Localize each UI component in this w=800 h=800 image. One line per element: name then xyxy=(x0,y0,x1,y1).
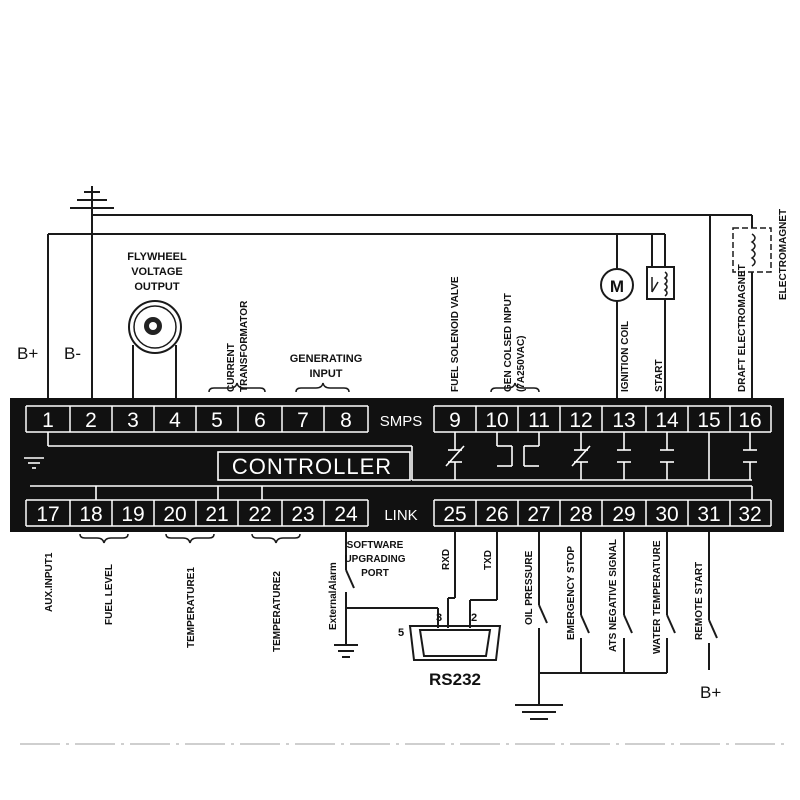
current-bracket xyxy=(208,382,266,393)
emergency-stop-label: EMERGENCY STOP xyxy=(566,546,577,640)
smps-label: SMPS xyxy=(380,413,423,430)
controller-block xyxy=(10,398,784,532)
terminal-21: 21 xyxy=(205,503,228,526)
generating-bracket xyxy=(295,382,350,393)
rs232-connector-icon xyxy=(408,625,502,661)
terminal-11: 11 xyxy=(528,409,550,432)
temperature2-bracket xyxy=(251,533,301,544)
fuel-solenoid-label: FUEL SOLENOID VALVE xyxy=(450,276,461,392)
pin2-label: 2 xyxy=(471,612,477,624)
txd-label: TXD xyxy=(483,550,494,570)
ground-symbol-bottom xyxy=(515,704,563,720)
oil-pressure-switch xyxy=(538,532,548,705)
b-plus-label: B+ xyxy=(17,344,38,363)
current-label-2: TRANSFORMATOR xyxy=(239,300,250,392)
draft-electromagnet-label: DRAFT ELECTROMAGNET xyxy=(737,264,748,392)
external-alarm-label: ExternalAlarm xyxy=(328,562,339,630)
terminal-29: 29 xyxy=(612,503,635,526)
b-plus-bottom-label: B+ xyxy=(700,683,721,702)
controller-internals: CONTROLLER xyxy=(24,432,757,500)
generating-label-1: GENERATING xyxy=(290,353,363,365)
terminal-9: 9 xyxy=(449,409,461,432)
external-alarm-switch xyxy=(334,532,439,658)
terminal-2: 2 xyxy=(85,409,97,432)
ats-negative-switch xyxy=(623,532,633,673)
terminal-18: 18 xyxy=(79,503,102,526)
terminal-7: 7 xyxy=(297,409,309,432)
terminal-5: 5 xyxy=(211,409,223,432)
terminal-13: 13 xyxy=(612,409,635,432)
gen-closed-bracket xyxy=(490,382,540,393)
terminal-16: 16 xyxy=(738,409,761,432)
flywheel-label-3: OUTPUT xyxy=(134,281,180,293)
remote-start-label: REMOTE START xyxy=(694,562,705,640)
motor-label: M xyxy=(610,277,624,296)
terminal-27: 27 xyxy=(527,503,550,526)
terminal-30: 30 xyxy=(655,503,678,526)
gen-closed-label-2: (7A250VAC) xyxy=(516,336,527,393)
flywheel-label-1: FLYWHEEL xyxy=(127,251,187,263)
gen-closed-label-1: GEN COLSED INPUT xyxy=(503,293,514,392)
terminal-22: 22 xyxy=(248,503,271,526)
terminal-23: 23 xyxy=(291,503,314,526)
ignition-coil-label: IGNITION COIL xyxy=(620,321,631,392)
remote-start-switch xyxy=(708,532,718,670)
terminal-1: 1 xyxy=(42,409,54,432)
terminal-19: 19 xyxy=(121,503,144,526)
terminal-17: 17 xyxy=(36,503,59,526)
terminal-3: 3 xyxy=(127,409,139,432)
terminal-20: 20 xyxy=(163,503,186,526)
ats-negative-label: ATS NEGATIVE SIGNAL xyxy=(608,539,619,652)
b-minus-label: B- xyxy=(64,344,81,363)
terminal-6: 6 xyxy=(254,409,266,432)
terminal-12: 12 xyxy=(569,409,592,432)
start-label: START xyxy=(654,359,665,392)
link-label: LINK xyxy=(384,507,417,524)
terminal-14: 14 xyxy=(655,409,679,432)
terminal-24: 24 xyxy=(334,503,358,526)
temperature2-label: TEMPERATURE2 xyxy=(272,571,283,652)
flywheel-icon xyxy=(128,300,182,400)
software-label-1: SOFTWARE xyxy=(347,540,404,551)
controller-label: CONTROLLER xyxy=(232,454,392,479)
rxd-label: RXD xyxy=(441,549,452,570)
pin5-label: 5 xyxy=(398,627,404,639)
terminal-28: 28 xyxy=(569,503,592,526)
generating-label-2: INPUT xyxy=(310,368,343,380)
bottom-terminals: 17 18 19 20 21 22 23 24 LINK 25 26 27 28… xyxy=(25,499,772,527)
oil-pressure-label: OIL PRESSURE xyxy=(524,550,535,625)
pin3-label: 3 xyxy=(436,612,442,624)
software-label-3: PORT xyxy=(361,568,389,579)
terminal-15: 15 xyxy=(697,409,720,432)
terminal-4: 4 xyxy=(169,409,181,432)
temperature1-label: TEMPERATURE1 xyxy=(186,567,197,648)
flywheel-label-2: VOLTAGE xyxy=(131,266,183,278)
software-label-2: UPGRADING xyxy=(344,554,405,565)
ground-symbol-top xyxy=(70,186,114,400)
fuel-level-bracket xyxy=(79,533,129,544)
emergency-stop-switch xyxy=(580,532,590,673)
aux-input-label: AUX.INPUT1 xyxy=(44,552,55,612)
terminal-25: 25 xyxy=(443,503,466,526)
terminal-10: 10 xyxy=(485,409,508,432)
temperature1-bracket xyxy=(165,533,215,544)
terminal-26: 26 xyxy=(485,503,508,526)
top-terminals: 1 2 3 4 5 6 7 8 SMPS 9 10 11 12 13 14 15… xyxy=(25,405,772,433)
terminal-32: 32 xyxy=(738,503,761,526)
water-temperature-label: WATER TEMPERATURE xyxy=(652,540,663,654)
start-relay-icon xyxy=(646,234,675,400)
rs232-label: RS232 xyxy=(429,670,481,689)
electromagnet-label: ELECTROMAGNET xyxy=(778,209,789,300)
current-label-1: CURRENT xyxy=(226,343,237,392)
terminal-8: 8 xyxy=(340,409,352,432)
water-temperature-switch xyxy=(666,532,676,673)
fuel-level-label: FUEL LEVEL xyxy=(104,564,115,625)
terminal-31: 31 xyxy=(697,503,720,526)
